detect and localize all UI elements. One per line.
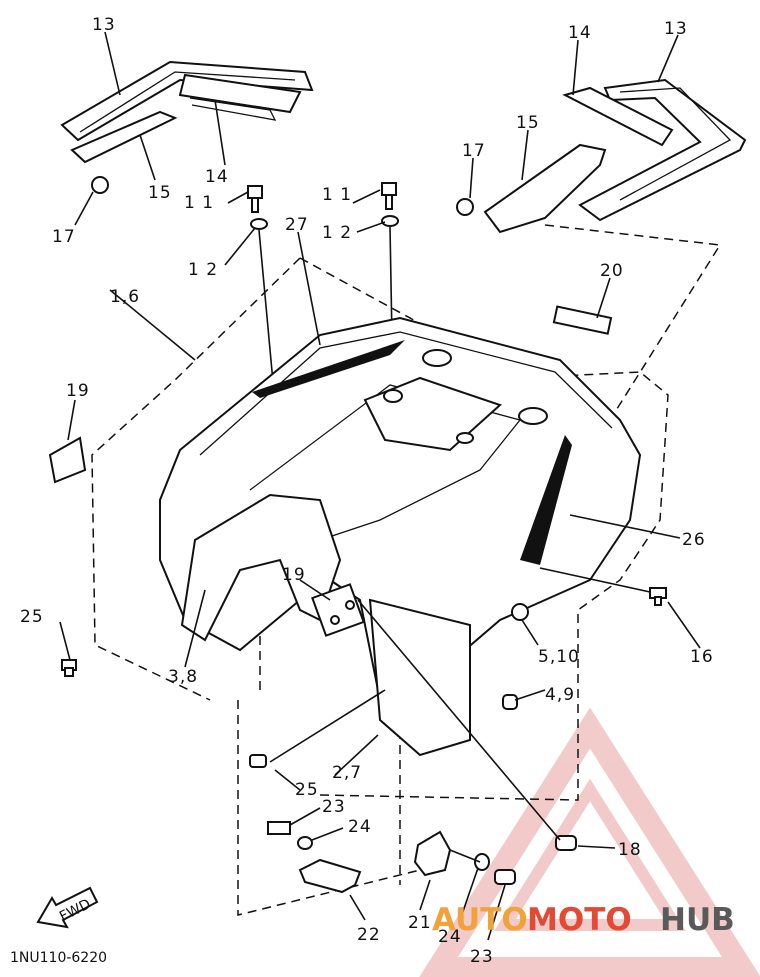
left-strip-15 <box>70 110 178 164</box>
rear-fender-body <box>159 305 642 757</box>
fender-flap <box>180 493 342 642</box>
callout-4-9: 4,9 <box>545 685 575 705</box>
callout-19-mid: 19 <box>282 565 306 585</box>
callout-23-bottom: 23 <box>470 947 494 967</box>
left-plate-14 <box>178 73 302 114</box>
callout-18: 18 <box>618 840 642 860</box>
callout-24-bottom: 24 <box>438 927 462 947</box>
fwd-arrow: FWD <box>36 886 99 929</box>
label-19-left <box>48 436 87 484</box>
callout-25-left: 25 <box>20 607 44 627</box>
stripe-27 <box>252 340 405 398</box>
bolt-18 <box>555 835 577 851</box>
bolt-11-right <box>381 182 399 227</box>
mount-hole-front <box>422 349 452 367</box>
bolt-4-9 <box>502 694 518 710</box>
callout-11-left: 1 1 <box>184 193 214 213</box>
callout-17-right: 17 <box>462 141 486 161</box>
washer-12-right <box>381 215 399 227</box>
callout-23-top: 23 <box>322 797 346 817</box>
callouts: 13 14 15 17 1 1 1 2 1 1 1 2 27 14 13 15 … <box>20 15 714 967</box>
lower-fender <box>368 598 471 757</box>
right-rail-13 <box>578 78 747 222</box>
diagram-code: 1NU110-6220 <box>10 950 107 966</box>
bracket-22 <box>298 858 362 894</box>
watermark-text-b: MOTO <box>527 902 632 938</box>
label-20 <box>552 305 613 335</box>
washer-12-left <box>250 218 268 230</box>
left-bracket-group <box>60 60 314 194</box>
leader-lines <box>59 31 701 941</box>
right-strip-15 <box>483 143 607 234</box>
watermark-text: AUTO MOTO HUB <box>432 902 735 938</box>
callout-11-right: 1 1 <box>322 185 352 205</box>
bolt-25-bottom <box>249 754 267 768</box>
washer-24-bottom <box>474 853 490 871</box>
callout-19-left: 19 <box>66 381 90 401</box>
callout-21: 21 <box>408 913 432 933</box>
callout-5-10: 5,10 <box>538 647 580 667</box>
callout-12-right: 1 2 <box>322 223 352 243</box>
watermark-logo <box>419 707 760 977</box>
right-plate-14 <box>562 86 674 147</box>
nut-5-10 <box>511 603 529 621</box>
callout-3-8: 3,8 <box>168 667 198 687</box>
callout-24-top: 24 <box>348 817 372 837</box>
callout-14-left: 14 <box>205 167 229 187</box>
callout-17-left: 17 <box>52 227 76 247</box>
callout-13-right: 13 <box>664 19 688 39</box>
nut-17-left <box>91 176 109 194</box>
callout-12-left: 1 2 <box>188 260 218 280</box>
callout-14-right: 14 <box>568 23 592 43</box>
bolt-25-left <box>61 659 77 677</box>
callout-26: 26 <box>682 530 706 550</box>
fasteners <box>61 587 667 885</box>
bolt-23-bottom <box>494 869 516 885</box>
callout-16: 16 <box>690 647 714 667</box>
bolt-23-top <box>267 821 291 835</box>
callout-1-6: 1,6 <box>110 287 140 307</box>
callout-22: 22 <box>357 925 381 945</box>
bolt-11-left <box>247 185 268 230</box>
nut-17-right <box>456 198 474 216</box>
callout-15-right: 15 <box>516 113 540 133</box>
callout-2-7: 2,7 <box>332 763 362 783</box>
mount-hole-rear <box>518 407 548 425</box>
right-bracket-group <box>456 78 747 234</box>
callout-20: 20 <box>600 261 624 281</box>
callout-13-left: 13 <box>92 15 116 35</box>
stripe-26 <box>520 435 572 565</box>
bracket-21 <box>413 830 452 877</box>
callout-15-left: 15 <box>148 183 172 203</box>
washer-24-top <box>297 836 313 850</box>
bolt-16 <box>649 587 667 606</box>
watermark-text-c: HUB <box>660 902 735 938</box>
callout-25-bottom: 25 <box>295 780 319 800</box>
watermark-text-a: AUTO <box>432 902 528 938</box>
callout-27: 27 <box>285 215 309 235</box>
left-rail-13 <box>60 60 314 142</box>
